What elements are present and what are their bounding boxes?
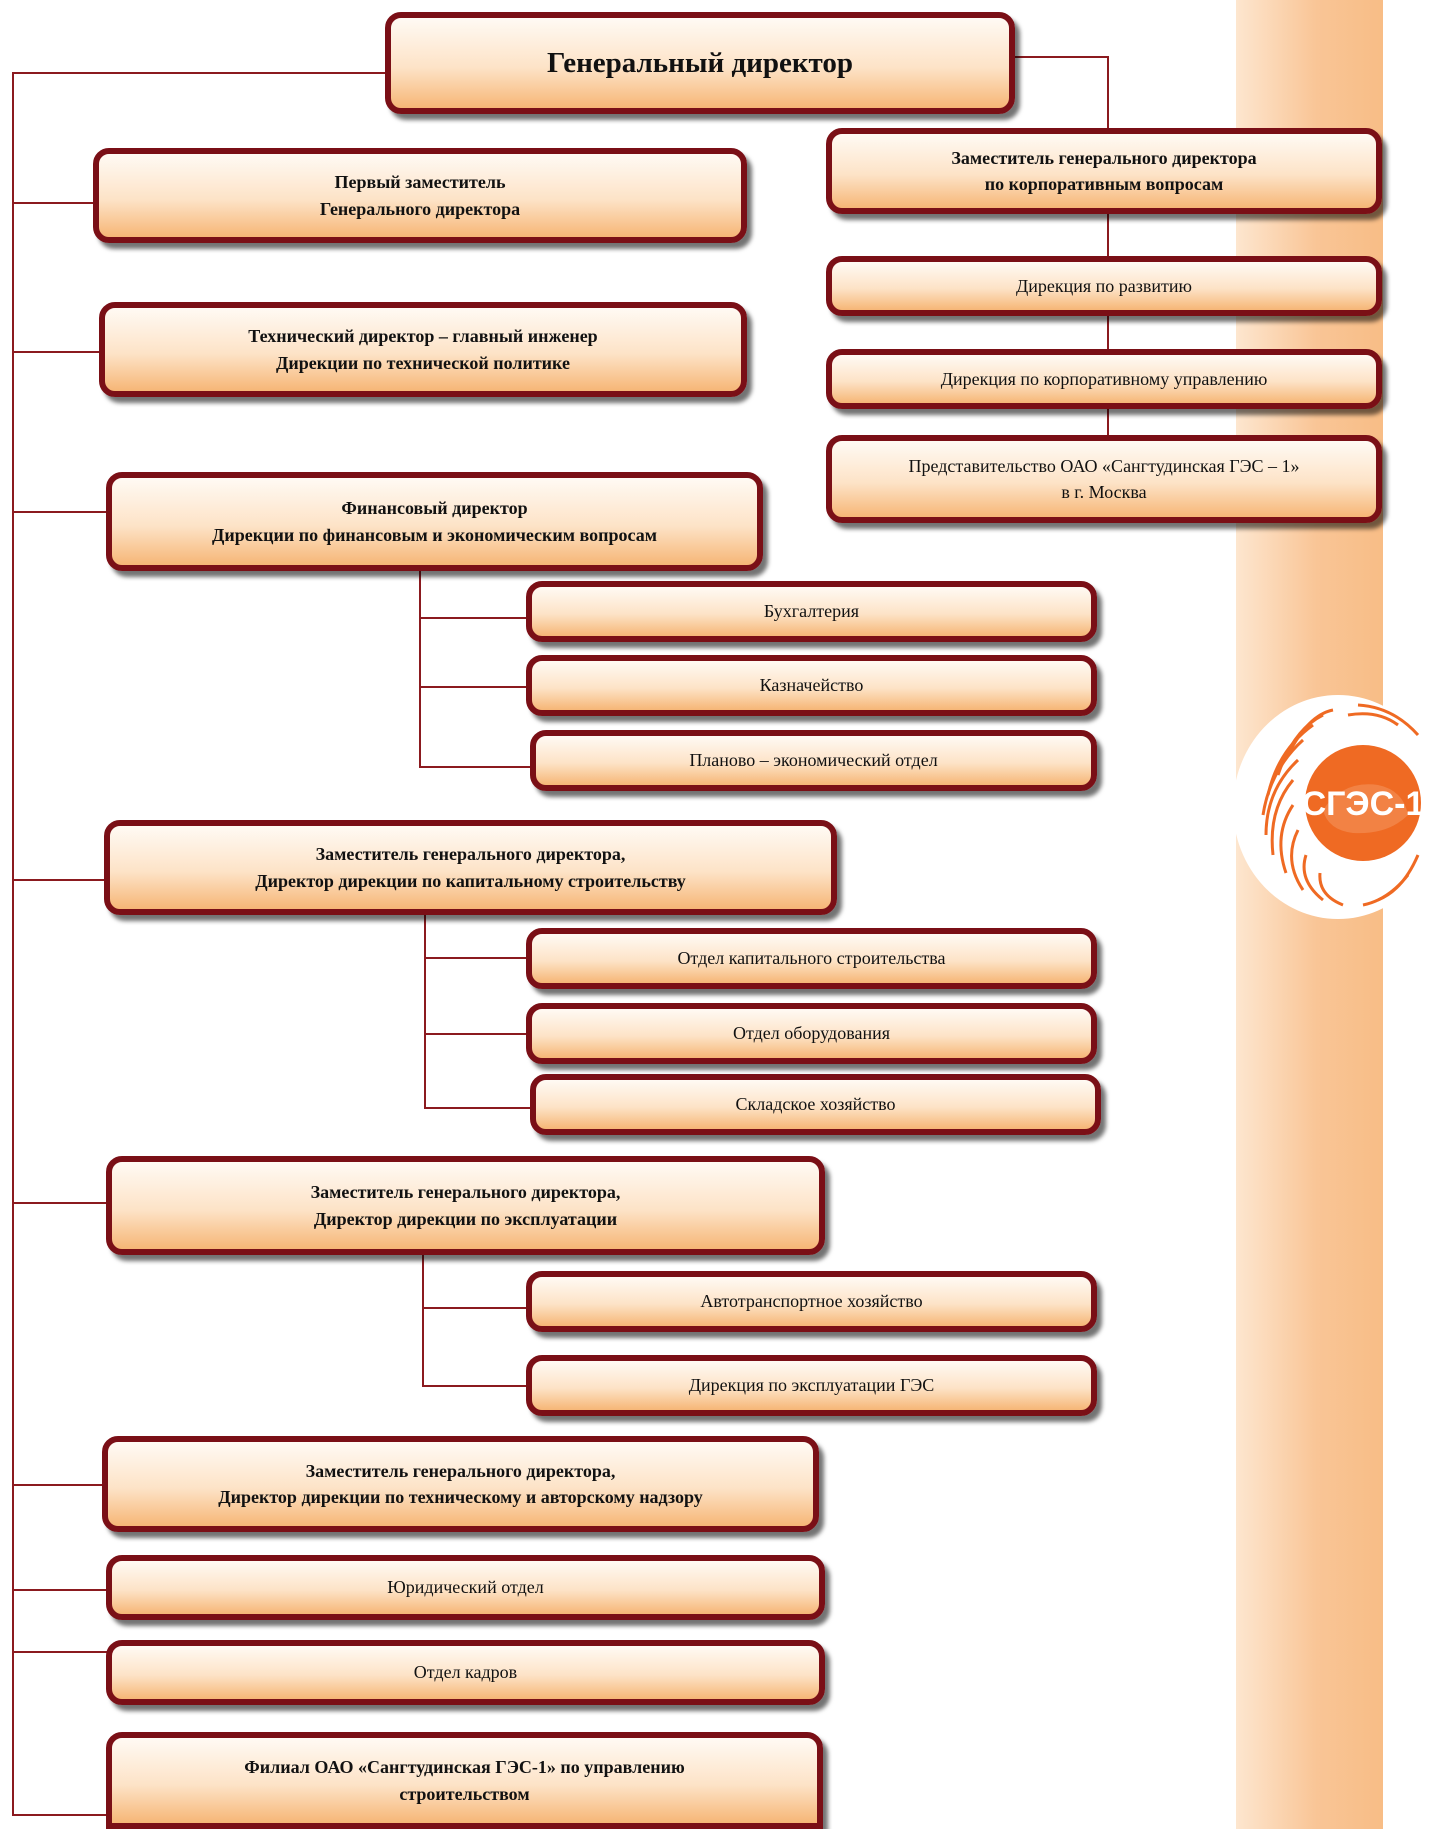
operations-director-line-2: Директор дирекции по эксплуатации: [313, 1208, 618, 1229]
connector-ceo-trunk: [12, 72, 385, 1816]
moscow-office-line-2: в г. Москва: [1061, 482, 1147, 502]
warehouse-box[interactable]: Складское хозяйство: [530, 1074, 1101, 1135]
technical-director-line-2: Дирекции по технической политике: [276, 352, 570, 373]
equipment-dept-box[interactable]: Отдел оборудования: [526, 1003, 1097, 1064]
moscow-office-box[interactable]: Представительство ОАО «Сангтудинская ГЭС…: [826, 435, 1382, 523]
branch-line-2: строительством: [399, 1783, 530, 1804]
company-logo: СГЭС-1: [1228, 695, 1433, 920]
planning-dept-label: Планово – экономический отдел: [689, 750, 938, 771]
financial-director-line-1: Финансовый директор: [341, 498, 528, 519]
capital-director-line-2: Директор дирекции по капитальному строит…: [255, 870, 686, 891]
dir-corp-management-box[interactable]: Дирекция по корпоративному управлению: [826, 349, 1382, 409]
legal-dept-box[interactable]: Юридический отдел: [106, 1555, 825, 1620]
connector-fin-children: [419, 570, 535, 768]
motor-transport-label: Автотранспортное хозяйство: [700, 1291, 923, 1312]
moscow-office-line-1: Представительство ОАО «Сангтудинская ГЭС…: [908, 455, 1300, 476]
connector-corporate: [1015, 56, 1109, 130]
hr-dept-label: Отдел кадров: [413, 1662, 518, 1683]
technical-director-box[interactable]: Технический директор – главный инженер Д…: [99, 302, 747, 397]
legal-dept-label: Юридический отдел: [387, 1577, 544, 1598]
first-deputy-line-2: Генерального директора: [319, 198, 521, 219]
technical-director-line-1: Технический директор – главный инженер: [248, 326, 598, 347]
operations-director-box[interactable]: Заместитель генерального директора, Дире…: [106, 1156, 825, 1255]
motor-transport-box[interactable]: Автотранспортное хозяйство: [526, 1271, 1097, 1332]
warehouse-label: Складское хозяйство: [735, 1094, 896, 1115]
financial-director-line-2: Дирекции по финансовым и экономическим в…: [212, 524, 657, 545]
first-deputy-line-1: Первый заместитель: [334, 172, 506, 193]
hpp-operations-label: Дирекция по эксплуатации ГЭС: [688, 1375, 935, 1396]
first-deputy-box[interactable]: Первый заместитель Генерального директор…: [93, 148, 747, 243]
ceo-title: Генеральный директор: [546, 46, 854, 79]
treasury-box[interactable]: Казначейство: [526, 655, 1097, 716]
accounting-box[interactable]: Бухгалтерия: [526, 581, 1097, 642]
capital-construction-dept-label: Отдел капитального строительства: [677, 948, 946, 969]
connector-ops-children: [422, 1254, 530, 1387]
capital-construction-director-box[interactable]: Заместитель генерального директора, Дире…: [104, 820, 837, 915]
accounting-label: Бухгалтерия: [763, 601, 860, 622]
hr-dept-box[interactable]: Отдел кадров: [106, 1640, 825, 1705]
dir-corp-management-label: Дирекция по корпоративному управлению: [940, 368, 1268, 389]
operations-director-line-1: Заместитель генерального директора,: [310, 1182, 621, 1203]
ceo-box[interactable]: Генеральный директор: [385, 12, 1015, 114]
equipment-dept-label: Отдел оборудования: [733, 1023, 890, 1044]
capital-director-line-1: Заместитель генерального директора,: [315, 844, 626, 865]
capital-construction-dept-box[interactable]: Отдел капитального строительства: [526, 928, 1097, 989]
dir-development-box[interactable]: Дирекция по развитию: [826, 256, 1382, 316]
dir-development-label: Дирекция по развитию: [1015, 275, 1192, 296]
sun-rays-icon: [1261, 703, 1420, 907]
branch-box[interactable]: Филиал ОАО «Сангтудинская ГЭС-1» по упра…: [106, 1732, 823, 1829]
planning-dept-box[interactable]: Планово – экономический отдел: [530, 730, 1097, 791]
connector-cap-children: [424, 912, 535, 1109]
financial-director-box[interactable]: Финансовый директор Дирекции по финансов…: [106, 472, 763, 571]
logo-text: СГЭС-1: [1302, 785, 1425, 823]
supervision-director-line-1: Заместитель генерального директора,: [305, 1460, 616, 1481]
supervision-director-box[interactable]: Заместитель генерального директора, Дире…: [102, 1436, 819, 1532]
branch-line-1: Филиал ОАО «Сангтудинская ГЭС-1» по упра…: [244, 1757, 685, 1778]
supervision-director-line-2: Директор дирекции по техническому и авто…: [218, 1487, 703, 1507]
deputy-corporate-line-2: по корпоративным вопросам: [984, 174, 1224, 194]
deputy-corporate-line-1: Заместитель генерального директора: [951, 147, 1257, 168]
hpp-operations-box[interactable]: Дирекция по эксплуатации ГЭС: [526, 1355, 1097, 1416]
deputy-corporate-box[interactable]: Заместитель генерального директора по ко…: [826, 128, 1382, 214]
treasury-label: Казначейство: [759, 675, 864, 696]
